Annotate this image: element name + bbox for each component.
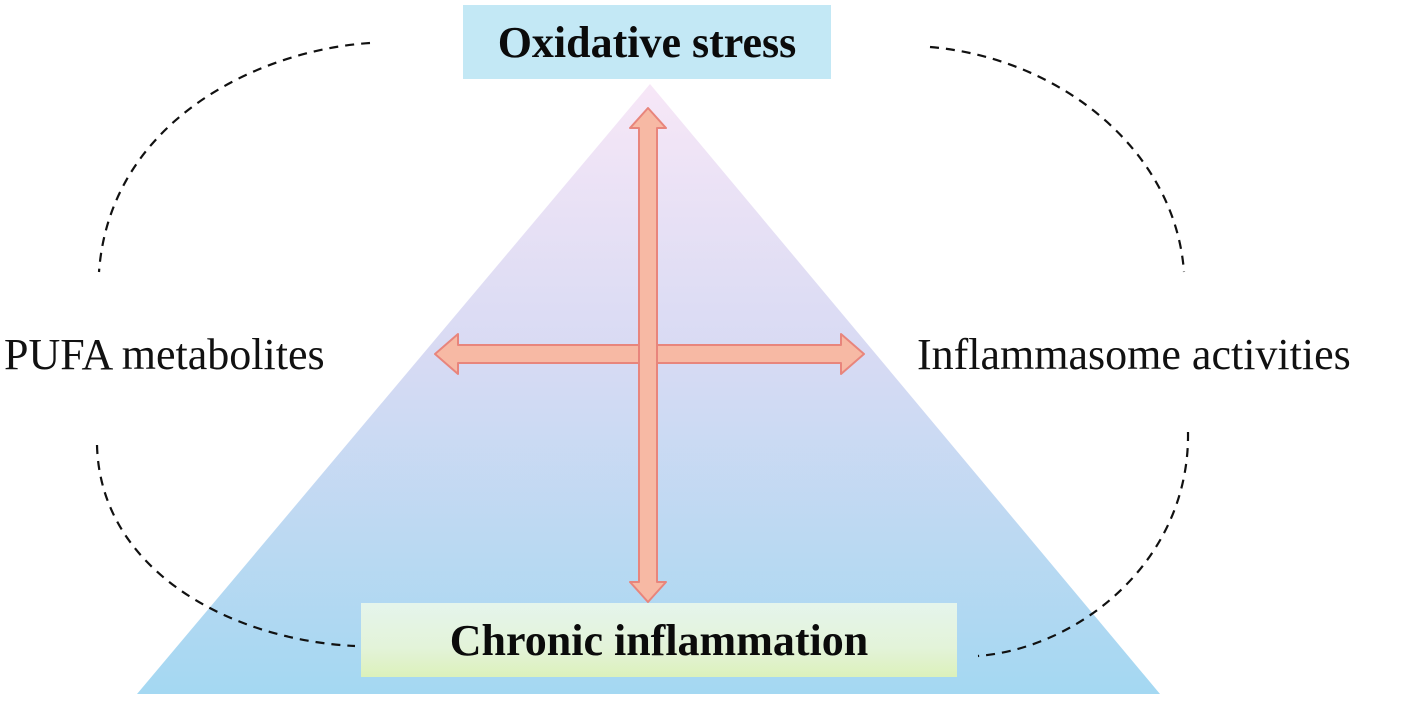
node-pufa-metabolites: PUFA metabolites	[4, 330, 325, 379]
dashed-arc-bottom-left	[95, 444, 356, 648]
dashed-arc-top-right	[929, 45, 1186, 273]
node-inflammasome-activities: Inflammasome activities	[917, 330, 1351, 379]
double-arrow-vertical	[629, 107, 667, 603]
node-oxidative-stress: Oxidative stress	[463, 5, 831, 79]
dashed-arc-bottom-right	[977, 431, 1190, 658]
node-chronic-inflammation: Chronic inflammation	[361, 603, 957, 677]
dashed-arc-top-left	[97, 41, 371, 273]
